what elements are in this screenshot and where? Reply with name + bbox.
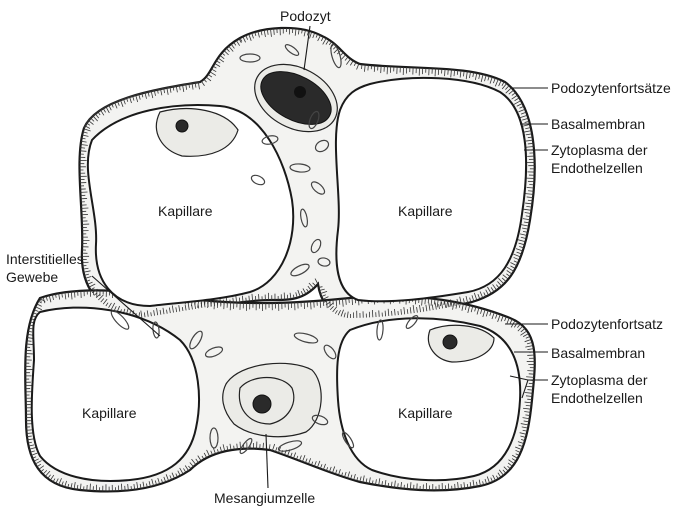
label-podozytenfortsaetze-top: Podozytenfortsätze	[551, 80, 671, 96]
label-basalmembran-bottom: Basalmembran	[551, 345, 645, 361]
label-zytoplasma-bottom-1: Zytoplasma der	[551, 372, 648, 388]
label-kapillare-bottom-right: Kapillare	[398, 405, 453, 421]
capillary-top-right	[336, 78, 526, 301]
label-zytoplasma-bottom-2: Endothelzellen	[551, 390, 643, 406]
label-basalmembran-top: Basalmembran	[551, 116, 645, 132]
label-podozytenfortsatz-bottom: Podozytenfortsatz	[551, 316, 663, 332]
label-mesangiumzelle: Mesangiumzelle	[214, 490, 315, 506]
label-podozyt: Podozyt	[280, 8, 331, 24]
label-zytoplasma-top-2: Endothelzellen	[551, 160, 643, 176]
label-kapillare-bottom-left: Kapillare	[82, 405, 137, 421]
label-interstitielles-2: Gewebe	[6, 269, 58, 285]
mesangial-cell	[223, 363, 321, 436]
label-kapillare-top-left: Kapillare	[158, 203, 213, 219]
label-interstitielles-1: Interstitielles	[6, 251, 84, 267]
label-zytoplasma-top-1: Zytoplasma der	[551, 142, 648, 158]
label-kapillare-top-right: Kapillare	[398, 203, 453, 219]
